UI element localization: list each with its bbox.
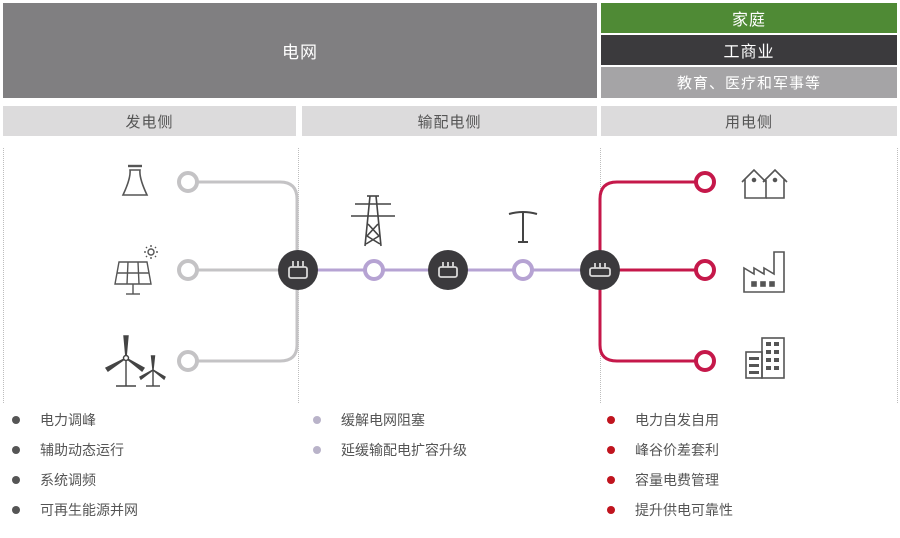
consumption-benefits-list: 电力自发自用 峰谷价差套利 容量电费管理 提升供电可靠性 <box>607 405 733 525</box>
use-node-1 <box>694 171 716 193</box>
consumption-side-header: 用电侧 <box>601 106 897 136</box>
use-node-3 <box>694 350 716 372</box>
list-item: 容量电费管理 <box>607 465 733 495</box>
battery-storage-icon <box>438 262 458 278</box>
consumer-institutional: 教育、医疗和军事等 <box>601 67 897 98</box>
benefit-text: 缓解电网阻塞 <box>341 413 425 429</box>
transmission-tower-icon <box>351 195 395 247</box>
office-building-icon <box>745 337 785 379</box>
benefit-text: 提升供电可靠性 <box>635 503 733 519</box>
consumer-home: 家庭 <box>601 3 897 33</box>
benefit-text: 峰谷价差套利 <box>635 443 719 459</box>
benefit-text: 延缓输配电扩容升级 <box>341 443 467 459</box>
factory-icon <box>743 251 785 293</box>
transmission-side-label: 输配电侧 <box>417 112 482 131</box>
consumer-home-label: 家庭 <box>731 10 766 29</box>
list-item: 缓解电网阻塞 <box>313 405 467 435</box>
benefit-text: 电力调峰 <box>40 413 96 429</box>
list-item: 电力调峰 <box>12 405 138 435</box>
tx-node-2 <box>512 259 534 281</box>
benefit-text: 电力自发自用 <box>635 413 719 429</box>
wind-turbine-icon <box>104 335 166 387</box>
bullet-dot <box>607 416 615 424</box>
bullet-dot <box>12 506 20 514</box>
bullet-dot <box>12 446 20 454</box>
benefit-text: 系统调频 <box>40 473 96 489</box>
benefit-text: 容量电费管理 <box>635 473 719 489</box>
consumer-commercial-industrial: 工商业 <box>601 35 897 65</box>
distribution-pole-icon <box>508 211 538 243</box>
bullet-dot <box>12 476 20 484</box>
bullet-dot <box>607 506 615 514</box>
list-item: 峰谷价差套利 <box>607 435 733 465</box>
consumption-nodes <box>694 171 716 372</box>
grid-label: 电网 <box>282 43 318 63</box>
benefit-text: 可再生能源并网 <box>40 503 138 519</box>
bullet-dot <box>607 476 615 484</box>
consumer-ci-label: 工商业 <box>723 42 775 61</box>
gen-node-3 <box>177 350 199 372</box>
bullet-dot <box>12 416 20 424</box>
energy-storage-diagram <box>104 164 788 387</box>
battery-storage-icon <box>589 263 611 277</box>
gen-node-2 <box>177 259 199 281</box>
generation-side-label: 发电侧 <box>125 112 174 131</box>
battery-storage-icon <box>288 261 308 279</box>
tx-node-1 <box>363 259 385 281</box>
generation-nodes <box>177 171 199 372</box>
power-plant-icon <box>121 164 149 196</box>
solar-panel-icon <box>114 245 158 295</box>
consumption-side-label: 用电侧 <box>724 112 773 131</box>
gen-node-1 <box>177 171 199 193</box>
bullet-dot <box>607 446 615 454</box>
consumer-institutional-label: 教育、医疗和军事等 <box>676 74 821 92</box>
list-item: 系统调频 <box>12 465 138 495</box>
grid-banner: 电网 <box>3 3 597 98</box>
separator-right <box>897 148 898 403</box>
list-item: 辅助动态运行 <box>12 435 138 465</box>
benefit-text: 辅助动态运行 <box>40 443 124 459</box>
transmission-side-header: 输配电侧 <box>302 106 597 136</box>
storage-node-generation <box>278 250 318 290</box>
sun-icon <box>144 245 158 259</box>
separator-left <box>3 148 4 403</box>
list-item: 延缓输配电扩容升级 <box>313 435 467 465</box>
bullet-dot <box>313 416 321 424</box>
generation-side-header: 发电侧 <box>3 106 296 136</box>
use-node-2 <box>694 259 716 281</box>
storage-node-consumption <box>580 250 620 290</box>
list-item: 可再生能源并网 <box>12 495 138 525</box>
houses-icon <box>741 168 788 199</box>
transmission-benefits-list: 缓解电网阻塞 延缓输配电扩容升级 <box>313 405 467 465</box>
bullet-dot <box>313 446 321 454</box>
list-item: 电力自发自用 <box>607 405 733 435</box>
list-item: 提升供电可靠性 <box>607 495 733 525</box>
storage-node-transmission <box>428 250 468 290</box>
generation-benefits-list: 电力调峰 辅助动态运行 系统调频 可再生能源并网 <box>12 405 138 525</box>
